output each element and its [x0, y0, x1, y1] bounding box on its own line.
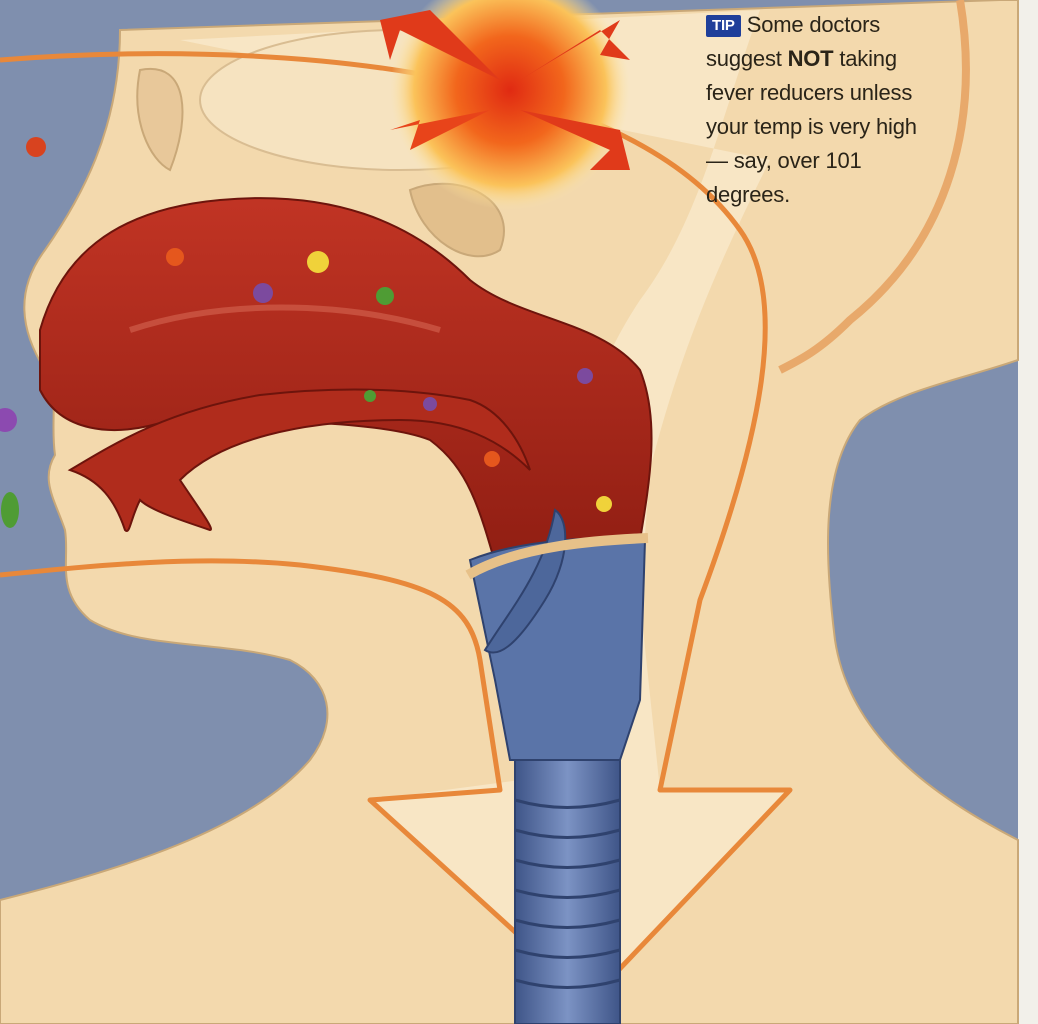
tip-emphasis: NOT	[788, 46, 834, 71]
page-edge	[1018, 0, 1038, 1024]
tip-badge: TIP	[706, 15, 741, 37]
